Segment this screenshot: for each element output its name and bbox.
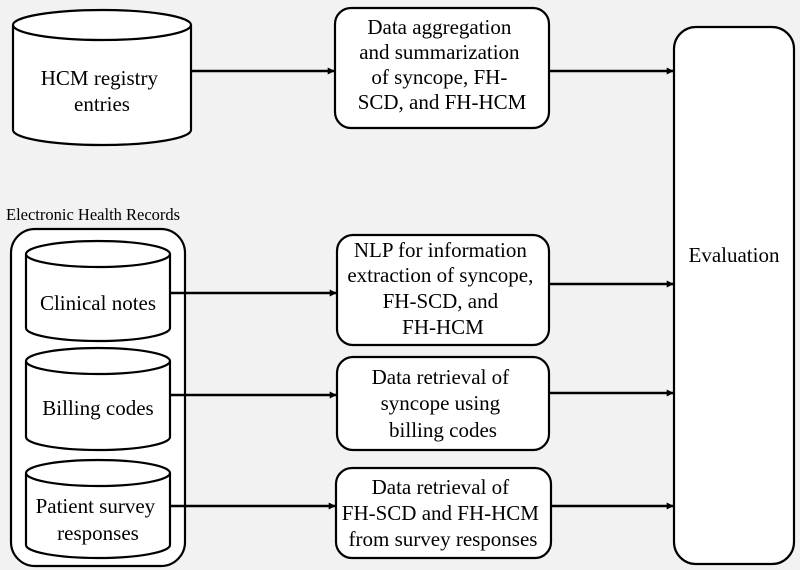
ehr-group-label: Electronic Health Records xyxy=(6,205,180,224)
clinical-notes-cylinder xyxy=(24,239,172,343)
billing-retrieval-label: Data retrieval of syncope using billing … xyxy=(372,365,515,442)
aggregation-label: Data aggregation and summarization of sy… xyxy=(358,15,527,114)
aggregation-box xyxy=(333,6,551,130)
evaluation-box xyxy=(672,25,796,566)
billing-retrieval-box xyxy=(335,355,551,452)
clinical-notes-label: Clinical notes xyxy=(40,291,156,315)
evaluation-label: Evaluation xyxy=(689,243,780,267)
survey-retrieval-box xyxy=(334,466,553,560)
billing-codes-cylinder xyxy=(24,346,172,452)
survey-retrieval-label: Data retrieval of FH-SCD and FH-HCM from… xyxy=(342,475,544,551)
registry-cylinder xyxy=(11,8,193,147)
patient-survey-label: Patient survey responses xyxy=(36,494,161,545)
patient-survey-cylinder xyxy=(24,458,172,560)
registry-label: HCM registry entries xyxy=(41,66,164,116)
nlp-box xyxy=(335,233,551,347)
nlp-label: NLP for information extraction of syncop… xyxy=(347,238,538,339)
billing-codes-label: Billing codes xyxy=(42,396,153,420)
